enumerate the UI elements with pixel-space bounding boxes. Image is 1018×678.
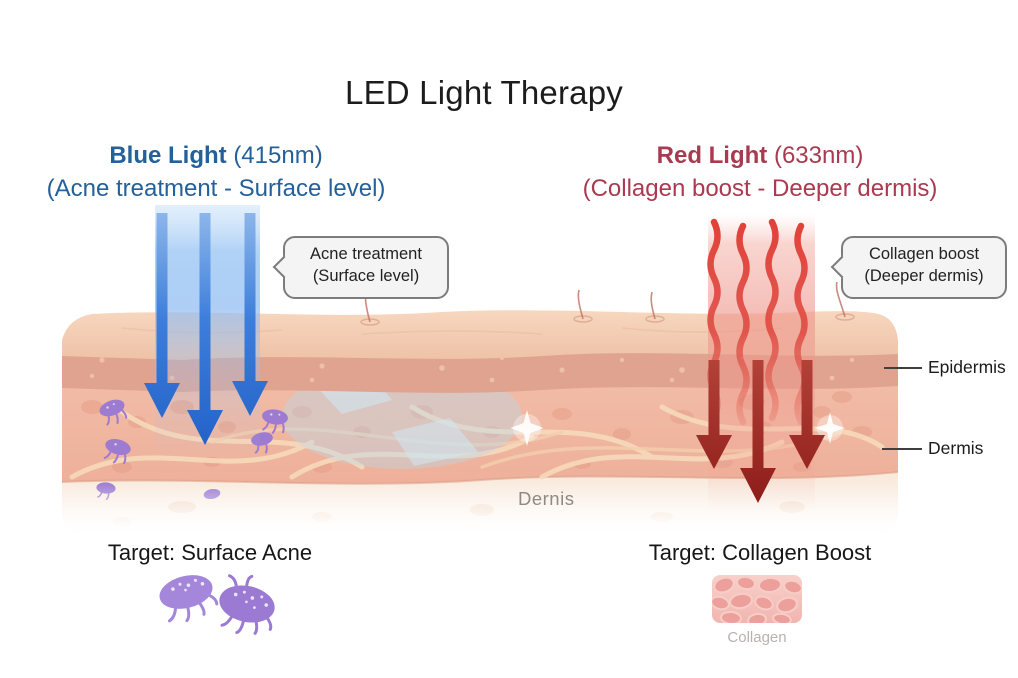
collagen-callout-line2: (Deeper dermis) [864,267,984,285]
bacteria-icon [159,574,275,635]
bacterium-1 [159,575,219,623]
dermis-watermark: Dernis [518,488,575,509]
dermis-leader-line [882,448,922,450]
red-light-beam [696,214,825,510]
blue-light-wavelength: (415nm) [233,142,323,169]
collagen-callout-line1: Collagen boost [868,245,980,263]
acne-callout-line2: (Surface level) [312,267,420,285]
red-arrows [696,360,825,503]
target-surface-acne-label: Target: Surface Acne [107,540,313,565]
blue-light-beam [144,205,268,461]
blue-arrows [144,213,268,445]
red-light-heading-line1: Red Light (633nm) [535,139,985,172]
acne-callout-line1: Acne treatment [310,245,422,263]
blue-light-heading: Blue Light (415nm) (Acne treatment - Sur… [0,139,432,205]
red-light-subheading: (Collagen boost - Deeper dermis) [582,175,938,202]
red-light-heading: Red Light (633nm) (Collagen boost - Deep… [535,139,985,205]
collagen-texture-icon [712,575,802,623]
collagen-boost-callout: Collagen boost (Deeper dermis) [841,236,1007,299]
red-light-wavelength: (633nm) [773,142,864,169]
collagen-icon-caption: Collagen [727,629,787,646]
blue-light-name: Blue Light [109,142,227,169]
red-light-name: Red Light [656,142,768,169]
epidermis-leader-line [884,367,922,369]
dermis-label: Dermis [928,438,984,458]
page-title: LED Light Therapy [345,74,623,111]
acne-treatment-callout: Acne treatment (Surface level) [283,236,449,299]
epidermis-label: Epidermis [928,357,1006,377]
blue-light-subheading: (Acne treatment - Surface level) [46,175,386,202]
blue-light-heading-line1: Blue Light (415nm) [0,139,432,172]
sparkle-icon [510,410,845,446]
target-collagen-boost-label: Target: Collagen Boost [648,540,872,565]
bacterium-2 [219,574,275,635]
